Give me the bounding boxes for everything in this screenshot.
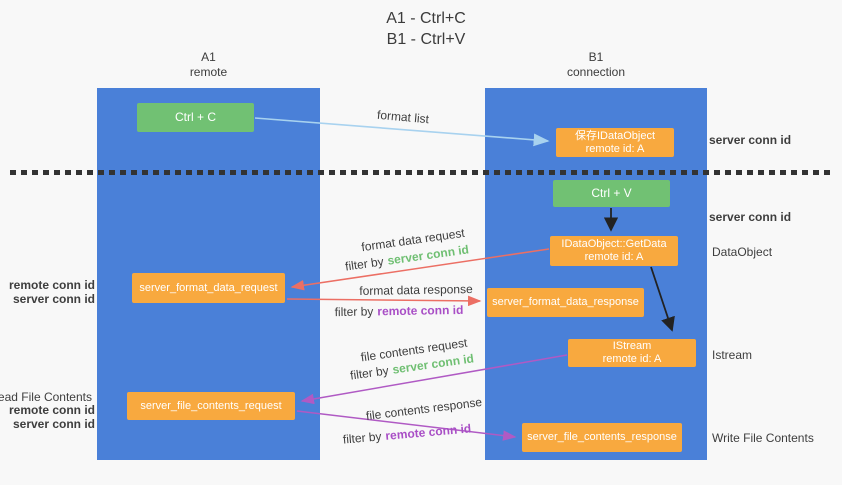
format-data-request-arrow [290, 248, 550, 291]
phase-divider-dotted-line [10, 170, 834, 175]
ctrl-v-node: Ctrl + V [553, 180, 670, 207]
server-conn-id-annotation-left-1: server conn id [12, 292, 95, 306]
format-data-response-arrow [286, 295, 482, 307]
lifeline-b1-header: B1 connection [485, 50, 707, 80]
lifeline-b1-role: connection [566, 65, 626, 79]
server-file-contents-request-node: server_file_contents_request [127, 392, 295, 420]
read-file-contents-annotation: Read File Contents [0, 390, 92, 404]
istream-line1: IStream [612, 340, 652, 352]
remote-conn-id-annotation-left-2: remote conn id [8, 403, 95, 417]
server-conn-id-annotation-left-2: server conn id [12, 417, 95, 431]
ctrl-c-node: Ctrl + C [137, 103, 254, 132]
file-contents-response-arrow [296, 410, 517, 441]
server-file-contents-response-label: server_file_contents_response [527, 431, 677, 443]
filter-by-text-2: filter by [334, 304, 374, 320]
lifeline-a1-header: A1 remote [97, 50, 320, 80]
diagram-title: A1 - Ctrl+C B1 - Ctrl+V [330, 8, 522, 50]
title-line-b1: B1 - Ctrl+V [386, 31, 466, 48]
server-conn-id-annotation-mid: server conn id [709, 210, 792, 224]
getdata-line1: IDataObject::GetData [561, 238, 667, 250]
server-format-data-response-label: server_format_data_response [492, 296, 639, 308]
server-format-data-response-node: server_format_data_response [487, 288, 644, 317]
dataobject-annotation: DataObject [712, 245, 773, 259]
server-conn-id-annotation-top: server conn id [709, 133, 792, 147]
istream-node: IStream remote id: A [568, 339, 696, 367]
ctrl-c-label: Ctrl + C [174, 110, 216, 124]
write-file-contents-annotation: Write File Contents [712, 431, 814, 445]
title-line-a1: A1 - Ctrl+C [386, 10, 466, 27]
lifeline-a1-name: A1 [201, 50, 216, 64]
server-file-contents-response-node: server_file_contents_response [522, 423, 682, 452]
server-format-data-request-label: server_format_data_request [139, 281, 278, 294]
save-dataobject-line1: 保存IDataObject [574, 129, 656, 142]
server-file-contents-request-label: server_file_contents_request [140, 399, 282, 412]
getdata-line2: remote id: A [584, 251, 644, 263]
getdata-node: IDataObject::GetData remote id: A [550, 236, 678, 266]
server-format-data-request-node: server_format_data_request [132, 273, 285, 303]
istream-annotation: Istream [712, 348, 753, 362]
format-data-response-label: format data response [359, 282, 473, 298]
lifeline-a1-role: remote [189, 65, 228, 79]
lifeline-b1-name: B1 [588, 50, 604, 64]
istream-line2: remote id: A [602, 353, 662, 365]
remote-conn-id-annotation-left-1: remote conn id [8, 278, 95, 292]
format-list-arrow [254, 117, 550, 147]
remote-conn-id-text-1: remote conn id [377, 302, 464, 319]
ctrl-v-label: Ctrl + V [591, 186, 632, 200]
save-dataobject-node: 保存IDataObject remote id: A [556, 128, 674, 157]
file-contents-request-arrow [300, 354, 568, 405]
getdata-to-istream-arrow [650, 266, 675, 332]
save-dataobject-line2: remote id: A [585, 142, 645, 155]
